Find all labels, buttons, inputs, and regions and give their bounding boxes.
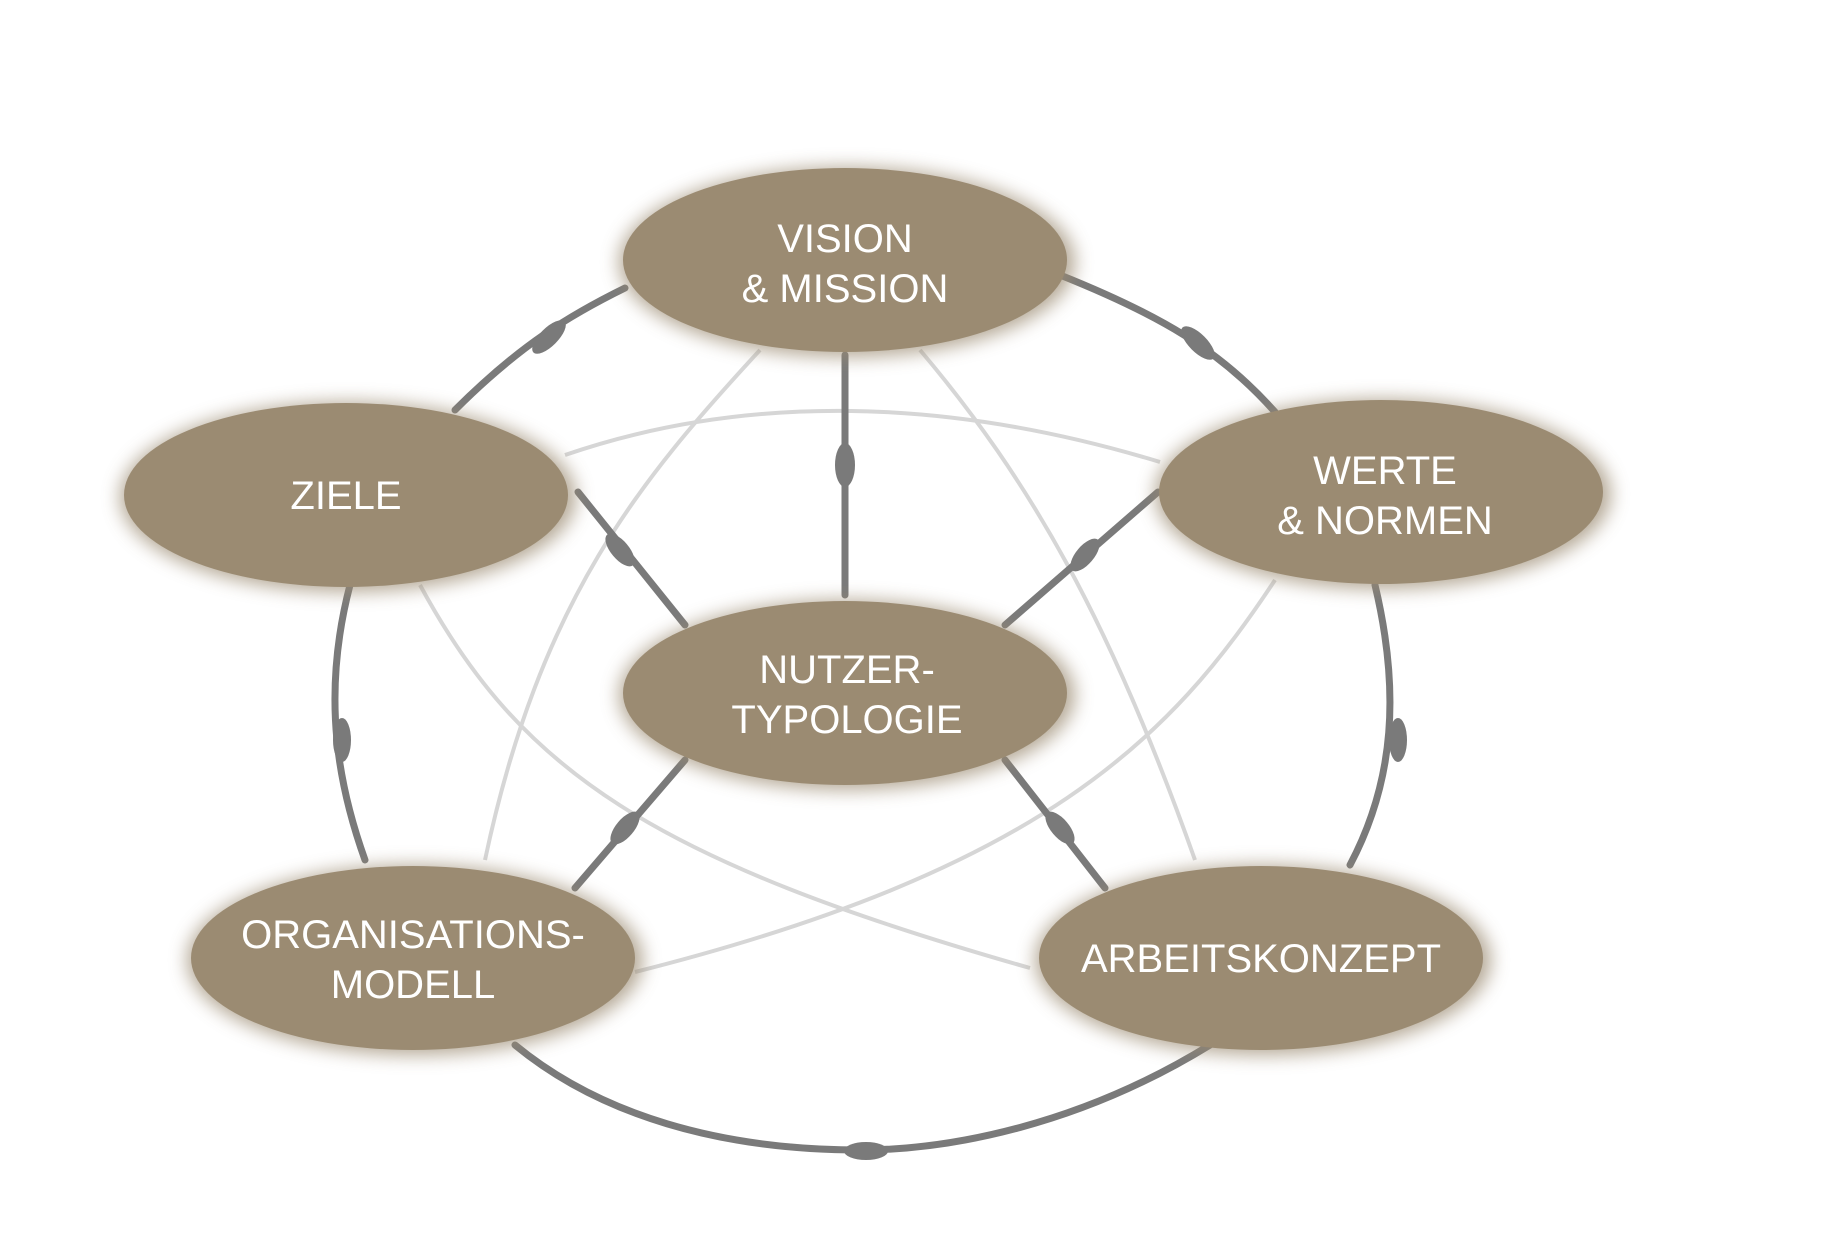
- link-werte-organisation: [634, 578, 1277, 974]
- knot-organisation-ziele: [333, 718, 351, 762]
- knot-nutzer-ziele: [605, 533, 635, 567]
- werte-label-line1: WERTE: [1313, 449, 1457, 493]
- vision-label-line2: & MISSION: [742, 267, 949, 311]
- knot-nutzer-organisation: [610, 811, 640, 845]
- knot-arbeit-organisation: [844, 1142, 888, 1160]
- link-vision-werte: [1056, 271, 1279, 416]
- knot-ziele-vision: [532, 320, 566, 354]
- organisation-ellipse: [191, 866, 635, 1050]
- knot-nutzer-arbeit: [1045, 811, 1075, 845]
- link-vision-organisation: [483, 348, 762, 861]
- connector-knots: [333, 320, 1407, 1160]
- link-vision-arbeit: [918, 348, 1197, 861]
- organisation-label-line1: ORGANISATIONS-: [241, 913, 585, 957]
- link-ziele-arbeit: [418, 584, 1031, 970]
- node-organisation[interactable]: ORGANISATIONS- MODELL: [191, 866, 635, 1050]
- link-ziele-werte: [564, 408, 1161, 464]
- link-arbeit-organisation: [511, 1041, 1214, 1154]
- ziele-ellipse: [124, 403, 568, 587]
- knot-nutzer-vision: [835, 443, 855, 487]
- werte-label-line2: & NORMEN: [1277, 499, 1493, 543]
- werte-ellipse: [1159, 400, 1603, 584]
- link-werte-arbeit: [1346, 581, 1394, 869]
- nutzer-ellipse: [623, 601, 1067, 785]
- arbeit-ellipse: [1039, 866, 1483, 1050]
- vision-ellipse: [623, 168, 1067, 352]
- knot-vision-werte: [1181, 326, 1215, 360]
- ziele-label: ZIELE: [290, 474, 401, 518]
- node-arbeit[interactable]: ARBEITSKONZEPT: [1039, 866, 1483, 1050]
- knot-werte-arbeit: [1389, 718, 1407, 762]
- vision-label-line1: VISION: [777, 217, 913, 261]
- knot-nutzer-werte: [1070, 538, 1100, 572]
- node-vision[interactable]: VISION & MISSION: [623, 168, 1067, 352]
- node-ziele[interactable]: ZIELE: [124, 403, 568, 587]
- nutzer-label-line2: TYPOLOGIE: [731, 698, 962, 742]
- arbeit-label: ARBEITSKONZEPT: [1081, 937, 1441, 981]
- node-nutzer[interactable]: NUTZER- TYPOLOGIE: [623, 601, 1067, 785]
- organisation-label-line2: MODELL: [331, 963, 496, 1007]
- nutzer-label-line1: NUTZER-: [759, 648, 935, 692]
- node-werte[interactable]: WERTE & NORMEN: [1159, 400, 1603, 584]
